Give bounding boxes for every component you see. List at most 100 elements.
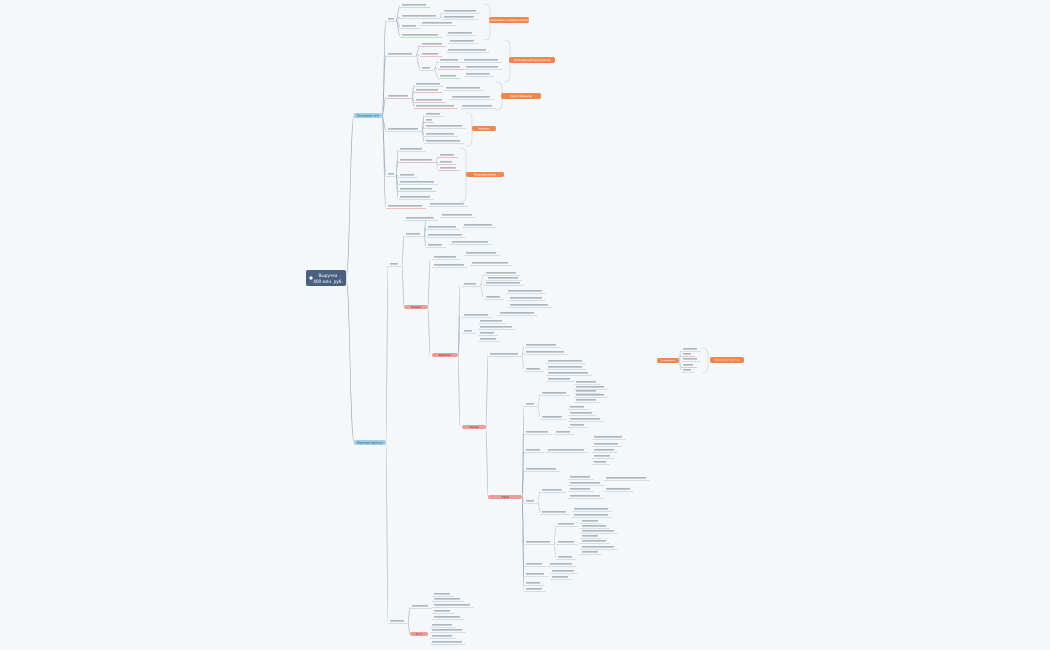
leaf-e5[interactable] — [438, 167, 460, 171]
leaf-d4[interactable] — [424, 133, 458, 137]
leaf-b6[interactable] — [438, 59, 462, 63]
callout-1[interactable]: Планирование и создание компании — [488, 17, 531, 23]
leaf-a0[interactable] — [386, 18, 396, 22]
leaf-b8b[interactable] — [464, 73, 494, 77]
leaf-a4[interactable] — [400, 34, 442, 38]
leaf-b5[interactable] — [446, 49, 490, 53]
leaf-l11-1[interactable] — [568, 482, 604, 486]
leaf-l22[interactable] — [524, 563, 546, 567]
leaf-j1[interactable] — [484, 272, 520, 276]
leaf-c4[interactable] — [414, 105, 458, 109]
leaf-a5[interactable] — [442, 10, 480, 14]
leaf-n5[interactable] — [681, 369, 695, 373]
leaf-k7[interactable] — [546, 378, 574, 382]
leaf-l11-0[interactable] — [568, 476, 594, 480]
leaf-h3b[interactable] — [450, 241, 492, 245]
leaf-e4[interactable] — [438, 161, 456, 165]
leaf-j7[interactable] — [462, 314, 492, 318]
leaf-l18[interactable] — [556, 523, 578, 527]
leaf-c2[interactable] — [414, 89, 442, 93]
leaf-d3[interactable] — [424, 125, 466, 129]
leaf-m2-2[interactable] — [432, 604, 474, 608]
leaf-i1[interactable] — [432, 264, 468, 268]
leaf-j6[interactable] — [508, 304, 552, 308]
leaf-l17[interactable] — [524, 541, 554, 545]
leaf-i0[interactable] — [432, 256, 460, 260]
leaf-l11-2[interactable] — [568, 488, 594, 492]
callout-2[interactable]: Построение рабочих процессов — [509, 57, 555, 63]
leaf-l12[interactable] — [604, 477, 650, 481]
leaf-a3[interactable] — [400, 25, 420, 29]
leaf-l6[interactable] — [524, 449, 544, 453]
leaf-e6[interactable] — [398, 174, 418, 178]
leaf-l23c[interactable] — [550, 576, 572, 580]
leaf-m2-4[interactable] — [432, 616, 464, 620]
leaf-d2[interactable] — [424, 119, 434, 123]
leaf-e7[interactable] — [398, 181, 438, 185]
leaf-j2[interactable] — [484, 282, 524, 286]
leaf-e9[interactable] — [398, 196, 434, 200]
leaf-l20-2[interactable] — [580, 530, 618, 534]
leaf-j3[interactable] — [484, 296, 504, 300]
leaf-c2b[interactable] — [444, 87, 484, 91]
section-node-5[interactable]: Бренд — [410, 632, 428, 636]
leaf-c3[interactable] — [414, 99, 446, 103]
leaf-h1[interactable] — [426, 226, 460, 230]
leaf-e1[interactable] — [398, 148, 426, 152]
leaf-l20-6[interactable] — [580, 551, 602, 555]
leaf-h0[interactable] — [404, 233, 424, 237]
leaf-l22b[interactable] — [548, 563, 576, 567]
leaf-l3-2[interactable] — [574, 390, 600, 394]
leaf-j9[interactable] — [478, 320, 506, 324]
leaf-l4-1[interactable] — [568, 412, 596, 416]
leaf-h1b[interactable] — [462, 224, 496, 228]
leaf-k3[interactable] — [524, 368, 544, 372]
leaf-l5[interactable] — [524, 431, 552, 435]
leaf-f1[interactable] — [428, 203, 468, 207]
leaf-b2[interactable] — [420, 53, 442, 57]
leaf-j0[interactable] — [462, 283, 480, 287]
leaf-m1[interactable] — [410, 605, 432, 609]
leaf-j8[interactable] — [462, 330, 476, 334]
leaf-l23[interactable] — [524, 573, 548, 577]
leaf-m2-0[interactable] — [432, 593, 454, 597]
leaf-l1[interactable] — [540, 392, 570, 396]
leaf-a7[interactable] — [420, 22, 456, 26]
leaf-n3[interactable] — [681, 358, 701, 362]
leaf-h2[interactable] — [426, 234, 466, 238]
leaf-a8[interactable] — [446, 32, 476, 36]
leaf-j11[interactable] — [478, 332, 498, 336]
leaf-l16[interactable] — [572, 514, 612, 518]
leaf-l4-0[interactable] — [568, 406, 588, 410]
leaf-l3-1[interactable] — [574, 386, 608, 390]
leaf-m2-3[interactable] — [432, 610, 454, 614]
leaf-l23b[interactable] — [550, 570, 578, 574]
leaf-b0[interactable] — [386, 53, 416, 57]
leaf-h0c[interactable] — [440, 214, 476, 218]
section-node-1[interactable]: Продажи — [404, 305, 428, 309]
leaf-j4[interactable] — [506, 290, 546, 294]
leaf-e0[interactable] — [386, 173, 396, 177]
leaf-l2[interactable] — [540, 416, 566, 420]
leaf-l5b[interactable] — [554, 431, 574, 435]
leaf-k6[interactable] — [546, 372, 592, 376]
leaf-e3[interactable] — [438, 154, 458, 158]
leaf-i0b[interactable] — [464, 252, 500, 256]
leaf-n2[interactable] — [681, 353, 695, 357]
leaf-j10[interactable] — [478, 326, 516, 330]
leaf-i1b[interactable] — [470, 262, 512, 266]
leaf-m3-1[interactable] — [430, 629, 466, 633]
leaf-b7b[interactable] — [464, 66, 502, 70]
leaf-c1[interactable] — [414, 83, 444, 87]
leaf-d5[interactable] — [424, 140, 464, 144]
leaf-b4[interactable] — [448, 40, 478, 44]
leaf-h3[interactable] — [426, 244, 446, 248]
leaf-n1[interactable] — [681, 348, 701, 352]
leaf-l0[interactable] — [524, 403, 538, 407]
leaf-h0b[interactable] — [404, 217, 438, 221]
callout-5[interactable]: Масштабирование — [466, 172, 504, 177]
leaf-a6[interactable] — [442, 16, 478, 20]
leaf-l13[interactable] — [604, 488, 634, 492]
leaf-l6b[interactable] — [546, 449, 588, 453]
